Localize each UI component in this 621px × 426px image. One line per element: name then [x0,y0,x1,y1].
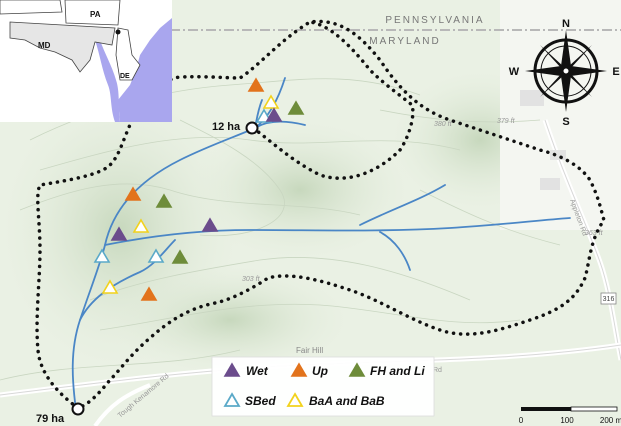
site-marker-wet [265,107,283,122]
outlet-79ha-label: 79 ha [36,413,65,425]
legend-label-wet: Wet [246,364,269,378]
cleared-area [500,0,621,230]
scale-bar: 0 100 200 m [519,406,621,425]
site-marker-sbed [147,248,165,263]
compass-point-s [561,71,571,112]
legend-label-fh-li: FH and Li [370,364,425,378]
compass-center [562,67,570,75]
site-marker-wet [110,226,128,241]
legend-symbol-fh-li [348,362,366,377]
site-marker-fh-li [171,249,189,264]
stream-network [71,77,571,411]
site-marker-up [140,286,158,301]
compass-label-w: W [509,66,520,78]
inset-delaware [115,27,141,81]
legend-symbol-baa-bab [286,392,304,407]
compass-point-se [566,71,592,97]
legend-box [211,356,435,417]
legend: Wet Up FH and Li SBed BaA and BaB [211,356,435,417]
compass-label-s: S [562,116,569,128]
outlet-79ha-marker [71,402,85,416]
building [520,90,544,106]
site-marker-baa-bab [132,218,150,233]
place-label: Fair Hill [296,346,323,355]
building [550,150,566,160]
inset-study-site-dot [115,29,121,35]
site-marker-baa-bab [101,279,119,294]
building [540,178,560,190]
scale-bar-segment [570,406,618,412]
compass-point-w [525,66,566,76]
site-marker-baa-bab [262,94,280,109]
site-marker-fh-li [287,100,305,115]
legend-label-baa-bab: BaA and BaB [309,394,385,408]
compass-rose: N S W E [509,18,620,128]
site-marker-fh-li [155,193,173,208]
inset-locator-map: PA MD DE [0,0,172,122]
compass-point-e [566,66,607,76]
inset-label-pa: PA [90,10,101,19]
terrain-shade [190,120,410,260]
road-label: Rd [433,367,442,374]
legend-label-sbed: SBed [245,394,276,408]
outlet-12ha-marker [245,121,259,135]
contour-label: 380 ft [434,121,453,128]
scale-tick-label: 0 [519,416,524,425]
inset-label-de: DE [120,73,130,80]
route-shield [600,292,617,305]
legend-symbol-up [290,362,308,377]
contour-label: 363 ft [585,230,604,237]
compass-point-sw [540,71,566,97]
state-label-north: PENNSYLVANIA [385,15,484,26]
inset-label-md: MD [38,41,51,50]
compass-point-n [561,30,571,71]
state-label-south: MARYLAND [369,36,440,47]
compass-label-n: N [562,18,570,30]
watershed-boundary-12ha [251,20,415,180]
legend-symbol-wet [223,362,241,377]
compass-label-e: E [612,66,619,78]
contour-label: 379 ft [497,118,516,125]
scale-tick-label: 100 [560,416,574,425]
inset-bay [95,40,120,122]
outlet-12ha-label: 12 ha [212,121,241,133]
legend-label-up: Up [312,364,328,378]
route-shield-label: 316 [603,296,615,303]
site-marker-up [124,186,142,201]
contour-label: 303 ft [242,276,261,283]
inset-maryland [9,21,116,73]
compass-point-ne [566,45,592,71]
scale-bar-segment [521,407,571,411]
compass-point-nw [540,45,566,71]
site-markers [93,77,305,301]
inset-state-outline [0,0,121,26]
site-marker-sbed [93,248,111,263]
site-marker-up [247,77,265,92]
watershed-boundary-79ha [35,19,606,410]
legend-symbol-sbed [223,392,241,407]
scale-tick-label: 200 m [600,416,621,425]
site-marker-wet [201,217,219,232]
terrain-shade [110,265,350,375]
inset-water [118,0,172,122]
